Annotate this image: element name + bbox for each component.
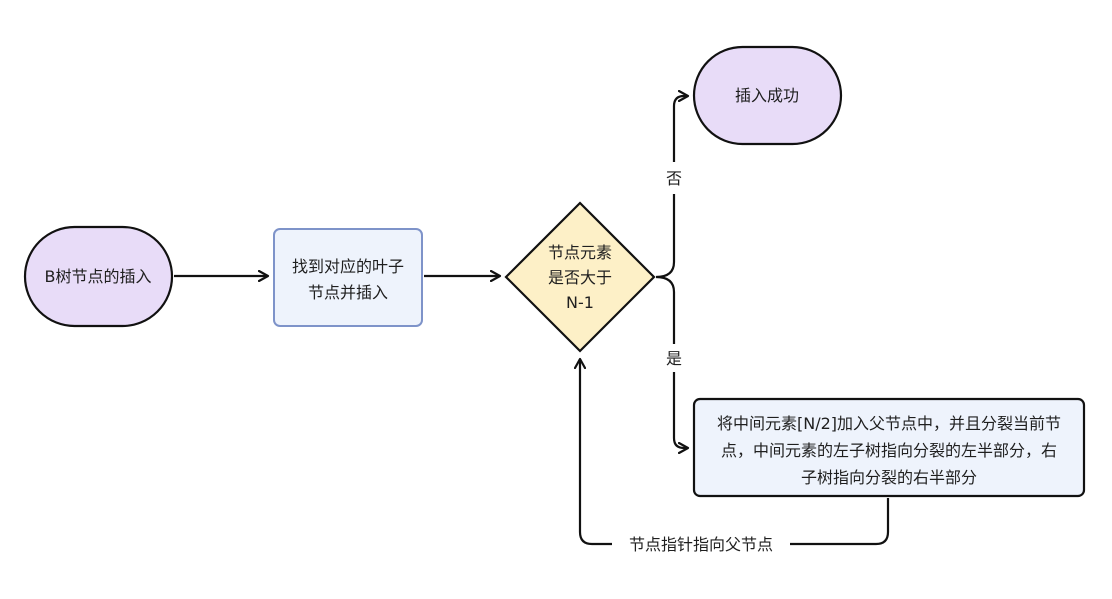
success-node: 插入成功	[692, 45, 843, 146]
edge-decision-branch	[655, 261, 676, 293]
split-label-line2: 点，中间元素的左子树指向分裂的左半部分，右	[721, 441, 1057, 460]
split-node: 将中间元素[N/2]加入父节点中，并且分裂当前节 点，中间元素的左子树指向分裂的…	[692, 397, 1086, 498]
decision-shape	[504, 201, 656, 353]
find-leaf-label-line2: 节点并插入	[308, 283, 388, 302]
find-leaf-shape	[273, 228, 423, 327]
split-label-line3: 子树指向分裂的右半部分	[801, 468, 977, 487]
start-label: B树节点的插入	[45, 267, 152, 286]
start-node: B树节点的插入	[23, 225, 174, 328]
success-shape	[692, 45, 843, 146]
success-label: 插入成功	[735, 86, 799, 105]
find-leaf-label-line1: 找到对应的叶子	[292, 257, 404, 276]
edge-split-loop-left	[580, 359, 612, 546]
loop-label: 节点指针指向父节点	[629, 535, 773, 554]
edge-split-loop-right	[790, 498, 890, 546]
decision-label-line2: 是否大于	[548, 268, 612, 287]
edge-no-to-success	[672, 96, 688, 262]
split-shape	[692, 397, 1086, 498]
decision-label-line1: 节点元素	[548, 243, 612, 262]
start-shape	[23, 225, 174, 328]
decision-label-line3: N-1	[566, 293, 594, 312]
yes-label: 是	[666, 349, 682, 368]
no-label: 否	[666, 169, 682, 188]
find-leaf-node: 找到对应的叶子 节点并插入	[273, 228, 423, 327]
split-label-line1: 将中间元素[N/2]加入父节点中，并且分裂当前节	[717, 414, 1061, 433]
edge-yes-to-split	[672, 292, 688, 448]
decision-node: 节点元素 是否大于 N-1	[504, 201, 656, 353]
